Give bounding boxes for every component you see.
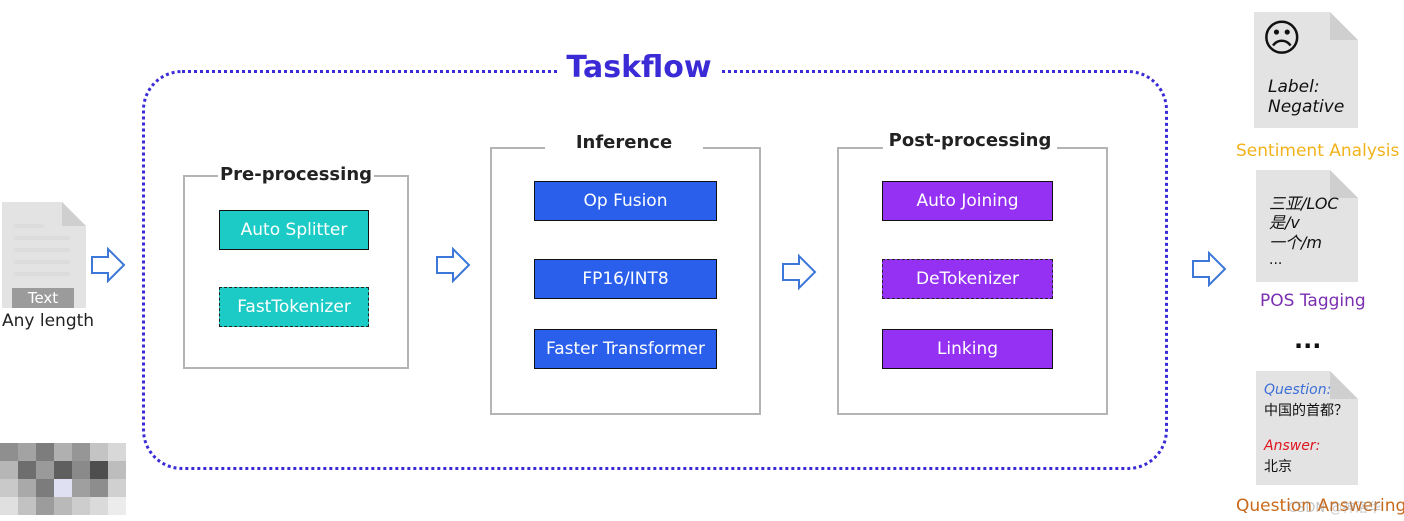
- pos-document-icon: [1256, 170, 1358, 282]
- qa-answer-text: 北京: [1264, 459, 1292, 475]
- inference-title: Inference: [545, 131, 703, 155]
- sentiment-label-key: Label:: [1268, 77, 1320, 97]
- op-fusion-box: Op Fusion: [534, 181, 717, 221]
- auto-joining-box: Auto Joining: [882, 181, 1053, 221]
- pos-tagging-caption: POS Tagging: [1260, 291, 1366, 311]
- qa-document-icon: [1256, 371, 1358, 485]
- blurred-avatar-image: [0, 443, 126, 521]
- detokenizer-box: DeTokenizer: [882, 259, 1053, 299]
- qa-question-label: Question:: [1264, 382, 1332, 398]
- post-processing-title: Post-processing: [883, 129, 1057, 153]
- taskflow-title: Taskflow: [566, 50, 712, 85]
- qa-answer-label: Answer:: [1264, 438, 1321, 454]
- arrow-right-icon: [1191, 251, 1227, 287]
- watermark: CSDN @神洛华: [1288, 501, 1382, 516]
- sentiment-label-value: Negative: [1268, 97, 1345, 117]
- fp16-int8-box: FP16/INT8: [534, 259, 717, 299]
- arrow-right-icon: [90, 247, 126, 283]
- question-answering-caption: Question Answering: [1236, 496, 1404, 516]
- pos-line: 是/v: [1269, 213, 1300, 232]
- pre-processing-stage: [183, 175, 409, 369]
- qa-question-text: 中国的首都？: [1264, 403, 1348, 419]
- pre-processing-title: Pre-processing: [218, 163, 374, 187]
- more-tasks-ellipsis: ...: [1294, 326, 1322, 354]
- fast-tokenizer-box: FastTokenizer: [219, 287, 369, 327]
- faster-transformer-box: Faster Transformer: [534, 329, 717, 369]
- pos-line: ...: [1269, 252, 1283, 268]
- pos-line: 一个/m: [1269, 233, 1322, 252]
- input-text-badge: Text: [12, 288, 74, 308]
- input-document-icon: [2, 202, 86, 308]
- sad-face-icon: ☹: [1262, 16, 1302, 60]
- sentiment-analysis-caption: Sentiment Analysis: [1236, 141, 1400, 161]
- auto-splitter-box: Auto Splitter: [219, 210, 369, 250]
- arrow-right-icon: [435, 247, 471, 283]
- input-caption: Any length: [2, 311, 95, 331]
- sentiment-document-icon: [1254, 12, 1358, 128]
- pos-line: 三亚/LOC: [1269, 194, 1339, 213]
- linking-box: Linking: [882, 329, 1053, 369]
- arrow-right-icon: [781, 254, 817, 290]
